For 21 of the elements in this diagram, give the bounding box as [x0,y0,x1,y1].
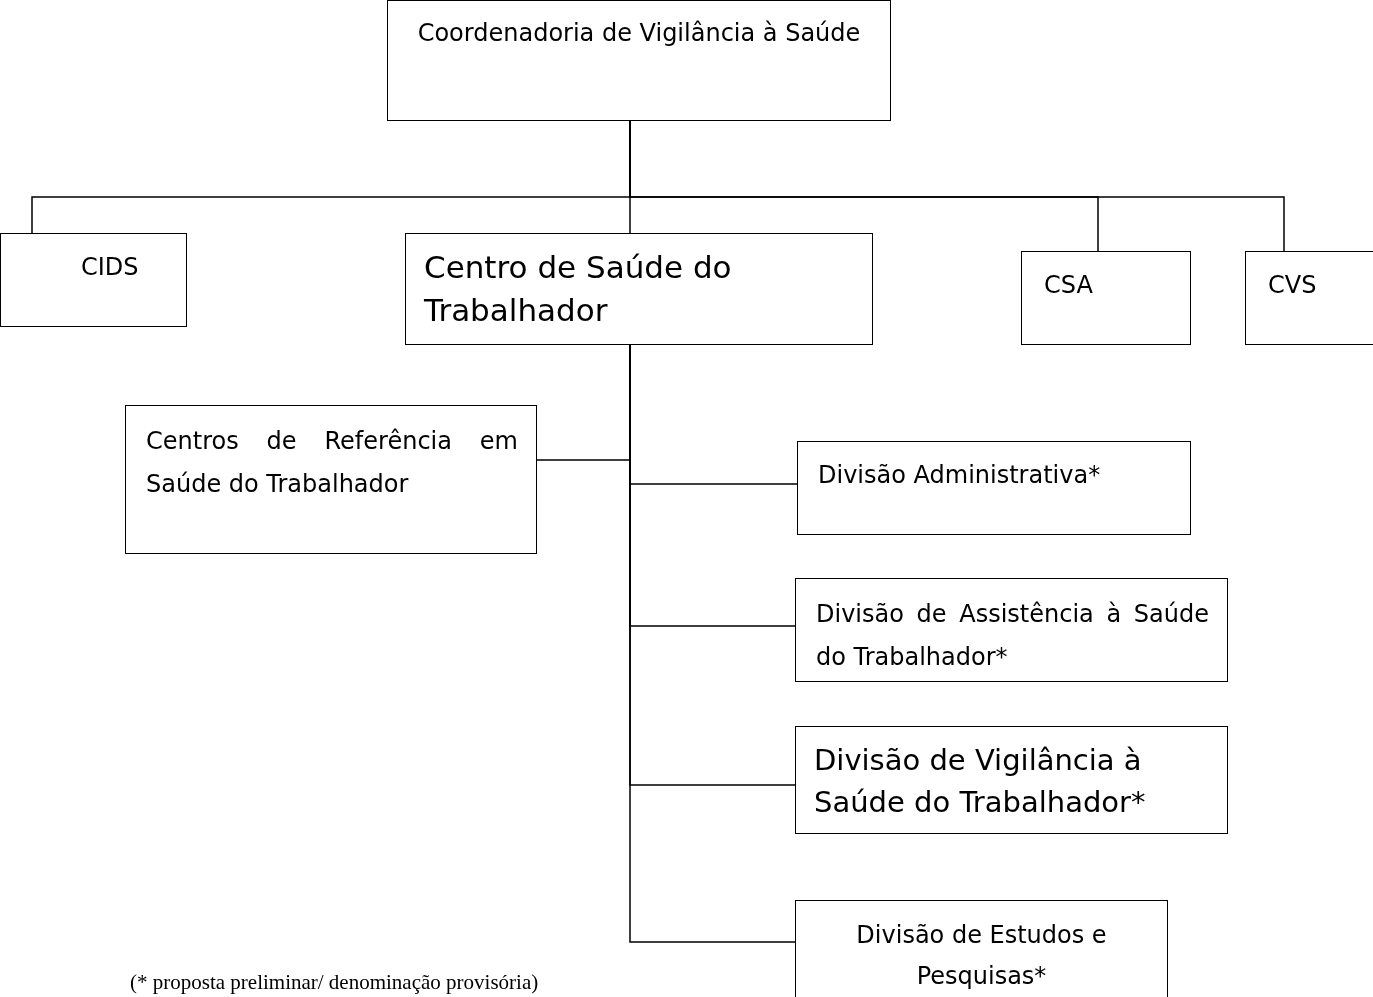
org-box [795,726,1228,834]
box-label: CSA [1044,270,1093,301]
org-box [795,578,1228,682]
box-label: Divisão de Assistência à Saúde do Trabalhador* [816,599,1209,674]
org-box [1021,251,1191,345]
footnote: (* proposta preliminar/ denominação provisória) [130,970,539,995]
org-box [1245,251,1373,345]
box-label: Divisão Administrativa* [818,460,1101,491]
box-label: CVS [1268,270,1317,301]
box-label: Divisão de Estudos e Pesquisas* [855,920,1108,992]
box-label: Divisão de Vigilância à Saúde do Trabalhador* [814,742,1147,822]
org-box [387,0,891,121]
org-box [795,900,1168,997]
org-box [0,233,187,327]
org-box [797,441,1191,535]
box-label: Coordenadoria de Vigilância à Saúde [417,18,861,49]
box-label: CIDS [81,252,139,283]
box-label: Centro de Saúde do Trabalhador [424,248,733,331]
org-box [405,233,873,345]
box-label: Centros de Referência em Saúde do Trabalhador [146,426,518,501]
org-box [125,405,537,554]
